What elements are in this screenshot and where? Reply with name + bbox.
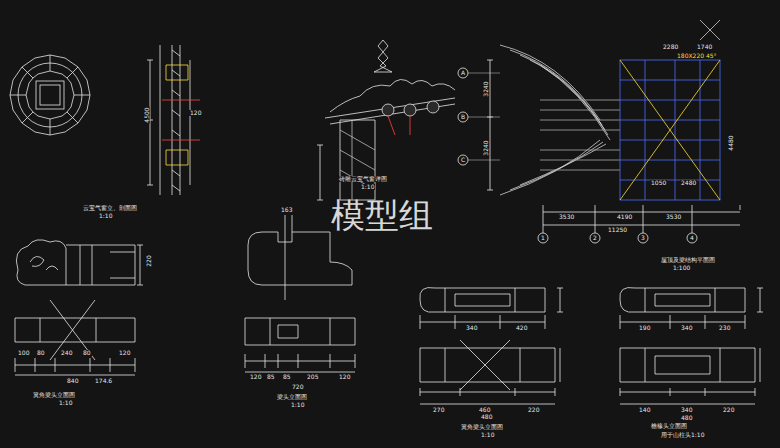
grid-bubble-label: 3: [640, 235, 646, 241]
dimension-label: 340: [680, 407, 693, 413]
dimension-label: 174.6: [94, 378, 113, 384]
dimension-label: 240: [60, 350, 73, 356]
dimension-label: 220: [527, 407, 540, 413]
dimension-label: 480: [680, 415, 693, 421]
dimension-label: 80: [36, 350, 46, 356]
dimension-label: 翼角梁头立面图: [32, 392, 76, 398]
dimension-label: 3530: [558, 214, 575, 220]
dimension-label: 3240: [483, 139, 489, 156]
dimension-label: 85: [282, 374, 292, 380]
dimension-label: 1:10: [290, 402, 305, 408]
finial-plan: [10, 55, 90, 135]
ridge-ornament: [317, 40, 455, 200]
dimension-label: 屋顶及梁结构平面图: [660, 257, 716, 263]
dimension-label: 100: [17, 350, 30, 356]
grid-bubble-label: A: [460, 70, 466, 76]
dimension-label: 340: [680, 325, 693, 331]
grid-bubble-label: B: [460, 114, 466, 120]
dimension-label: 840: [66, 378, 79, 384]
dimension-label: 3240: [483, 80, 489, 97]
window-section: [147, 45, 200, 195]
grid-bubble-label: 4: [689, 235, 695, 241]
dimension-label: 4190: [616, 214, 633, 220]
dimension-label: 460: [478, 407, 491, 413]
dimension-label: 480: [480, 414, 493, 420]
dimension-label: 190: [638, 325, 651, 331]
roof-plan: [458, 20, 740, 243]
dimension-label: 220: [722, 407, 735, 413]
dimension-label: 340: [465, 325, 478, 331]
dimension-label: 4480: [728, 134, 734, 151]
dimension-label: 1:10: [480, 432, 495, 438]
dimension-label: 1:10: [360, 184, 375, 190]
dimension-label: 420: [515, 325, 528, 331]
dimension-label: 1:100: [672, 265, 691, 271]
dimension-label: 3530: [665, 214, 682, 220]
dimension-label: 1050: [650, 180, 667, 186]
dimension-label: 梁头立面图: [276, 394, 308, 400]
dimension-label: 230: [718, 325, 731, 331]
dimension-label: 80: [82, 350, 92, 356]
dimension-label: 2480: [680, 180, 697, 186]
dimension-label: 4500: [144, 106, 150, 123]
dimension-label: 11250: [607, 227, 628, 233]
dimension-label: 120: [118, 350, 131, 356]
corner-beam-head: [15, 240, 143, 375]
dimension-label: 120: [338, 374, 351, 380]
dimension-label: 220: [146, 254, 152, 267]
dimension-label: 檐椽头立面图: [650, 423, 688, 429]
rafter-head: [420, 288, 563, 405]
dimension-label: 云宝气窗立、剖面图: [82, 205, 138, 211]
dimension-label: 163: [280, 207, 293, 213]
rafter-head-gable: [620, 288, 763, 405]
dimension-label: 1740: [696, 44, 713, 50]
dimension-label: 120: [249, 374, 262, 380]
dimension-label: 180X220 45°: [676, 53, 718, 59]
grid-bubble-label: 2: [592, 235, 598, 241]
dimension-label: 85: [266, 374, 276, 380]
dimension-label: 1:10: [98, 213, 113, 219]
grid-bubble-label: C: [460, 157, 466, 163]
dimension-label: 205: [306, 374, 319, 380]
beam-head: [245, 215, 355, 372]
dimension-label: 砖雕云宝气窗详图: [338, 176, 388, 182]
dimension-label: 2280: [662, 44, 679, 50]
dimension-label: 用于山柱头1:10: [660, 432, 705, 438]
dimension-label: 1:10: [58, 400, 73, 406]
dimension-label: 140: [638, 407, 651, 413]
grid-bubble-label: 1: [540, 235, 546, 241]
dimension-label: 720: [291, 384, 304, 390]
watermark: 模型组: [330, 198, 434, 232]
dimension-label: 270: [432, 407, 445, 413]
dimension-label: 120: [189, 110, 202, 116]
dimension-label: 翼角梁头立面图: [460, 424, 504, 430]
